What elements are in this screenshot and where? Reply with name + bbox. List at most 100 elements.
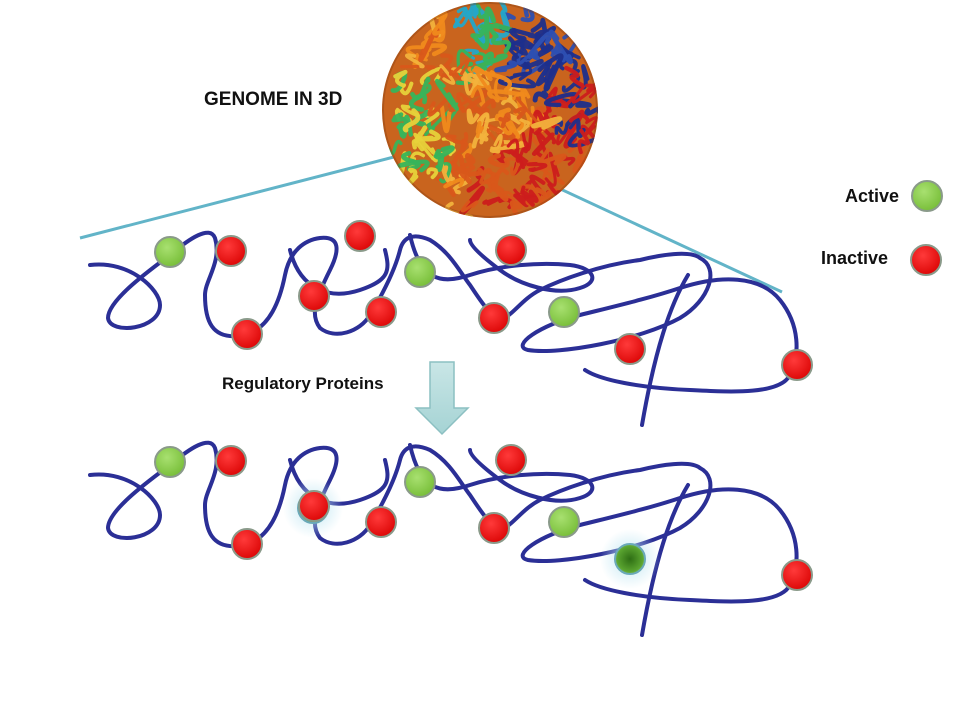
inactive-site-marker xyxy=(298,280,330,312)
inactive-site-marker xyxy=(614,333,646,365)
globe-strand xyxy=(460,153,476,168)
globe-strand xyxy=(404,53,425,69)
globe-strand xyxy=(543,78,551,92)
globe-strand xyxy=(470,33,484,48)
globe-strand xyxy=(400,65,436,70)
globe-strand xyxy=(513,106,528,120)
globe-strand xyxy=(492,10,511,38)
globe-strand xyxy=(531,116,563,130)
inactive-site-marker xyxy=(298,490,330,522)
globe-strand xyxy=(527,31,552,60)
globe-strand xyxy=(401,151,421,172)
globe-strand xyxy=(494,60,518,73)
globe-strand xyxy=(568,113,590,123)
inactive-site-marker xyxy=(231,318,263,350)
globe-strand xyxy=(391,112,406,123)
globe-strand xyxy=(445,132,469,145)
globe-strand xyxy=(456,165,469,180)
globe-strand xyxy=(400,104,420,118)
legend-inactive-label: Inactive xyxy=(821,248,889,268)
active-site-marker xyxy=(404,256,436,288)
globe-strand xyxy=(420,38,448,57)
globe-strand xyxy=(491,183,509,202)
inactive-site-marker xyxy=(495,444,527,476)
active-site-marker xyxy=(404,466,436,498)
globe-strand xyxy=(475,120,484,139)
globe-strand xyxy=(460,200,479,213)
globe-rim xyxy=(382,2,598,218)
globe-strand xyxy=(439,104,452,134)
globe-strand xyxy=(498,112,511,129)
globe-strand xyxy=(532,90,551,103)
markers-after xyxy=(154,444,813,591)
globe-strand xyxy=(564,65,585,88)
legend-active-swatch xyxy=(911,180,943,212)
inactive-site-marker xyxy=(781,349,813,381)
active-site-marker xyxy=(548,296,580,328)
globe-strand xyxy=(488,22,513,39)
globe-strand xyxy=(497,2,508,14)
globe-strand xyxy=(512,61,533,77)
globe-strand xyxy=(482,196,501,206)
globe-strand xyxy=(466,108,480,125)
globe-strand xyxy=(479,167,493,185)
globe-strand xyxy=(584,105,598,116)
globe-strand xyxy=(452,153,476,173)
globe-strand xyxy=(402,108,421,133)
inactive-site-marker xyxy=(495,234,527,266)
globe-strand xyxy=(435,78,460,112)
globe-strand xyxy=(478,24,492,38)
globe-strand xyxy=(410,76,431,101)
globe-strand xyxy=(405,45,432,59)
down-arrow-icon xyxy=(414,361,470,436)
chromatin-fiber-after xyxy=(88,440,799,637)
globe-strand xyxy=(583,116,598,137)
globe-strand xyxy=(530,17,548,34)
globe-strand xyxy=(448,59,470,76)
inactive-site-marker xyxy=(215,235,247,267)
active-site-marker xyxy=(154,236,186,268)
activated-site-marker xyxy=(614,543,646,575)
globe-strand xyxy=(526,161,548,172)
inactive-site-marker xyxy=(478,512,510,544)
globe-strand xyxy=(539,163,558,185)
globe-strand xyxy=(489,139,527,154)
globe-strand xyxy=(486,179,494,193)
diagram-title: GENOME IN 3D xyxy=(204,89,343,110)
globe-strand xyxy=(426,167,439,180)
genome-globe xyxy=(382,2,598,218)
zoom-line-left xyxy=(79,141,449,240)
globe-strand xyxy=(486,89,527,103)
globe-strand xyxy=(456,92,484,116)
globe-strand xyxy=(500,96,520,110)
globe-strand xyxy=(531,132,555,156)
markers-before xyxy=(154,220,813,381)
globe-strand xyxy=(393,69,408,88)
inactive-site-marker xyxy=(365,296,397,328)
globe-strand xyxy=(543,92,580,109)
globe-strand xyxy=(490,33,512,54)
globe-strand xyxy=(506,138,523,163)
globe-strand xyxy=(453,6,468,29)
globe-strand xyxy=(435,161,452,184)
globe-strand xyxy=(450,67,468,81)
globe-strand xyxy=(453,138,469,159)
globe-strand xyxy=(466,5,479,17)
globe-strand xyxy=(544,53,564,80)
globe-strand xyxy=(554,124,569,135)
globe-strand xyxy=(477,112,490,145)
globe-strand xyxy=(493,148,512,166)
globe-strand xyxy=(450,160,462,179)
legend-inactive-swatch xyxy=(910,244,942,276)
inactive-site-marker xyxy=(344,220,376,252)
globe-strand xyxy=(439,64,456,85)
globe-strand xyxy=(417,129,441,142)
active-site-marker xyxy=(154,446,186,478)
globe-strand xyxy=(464,167,484,185)
globe-strand xyxy=(577,128,590,155)
globe-strand xyxy=(520,189,539,207)
globe-strand xyxy=(429,11,448,36)
globe-strand xyxy=(522,58,544,70)
globe-strand xyxy=(396,122,407,138)
